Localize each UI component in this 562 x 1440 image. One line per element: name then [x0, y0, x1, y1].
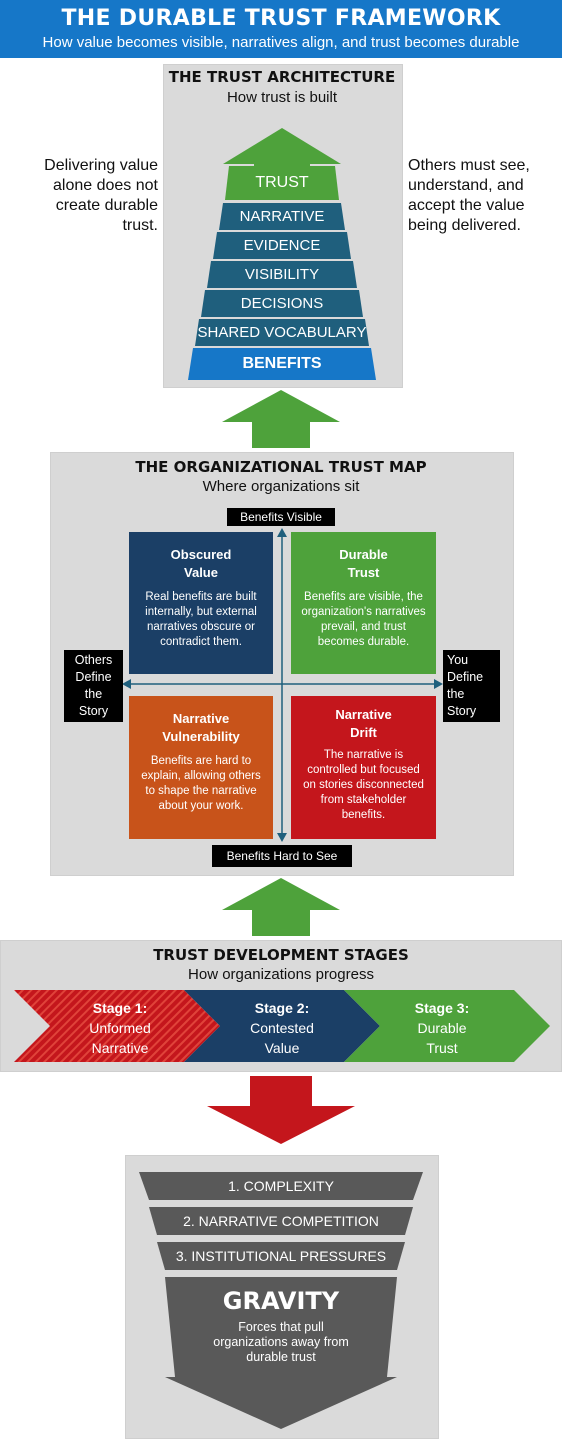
funnel-band-3: [157, 1242, 405, 1270]
funnel-band-1: [139, 1172, 423, 1200]
funnel-band-2: [149, 1207, 413, 1235]
stage-3-label: Stage 3: Durable Trust: [414, 1000, 470, 1056]
layer-narrative: [219, 203, 345, 230]
layer-label-evidence: EVIDENCE: [243, 237, 321, 254]
trust-map-title: THE ORGANIZATIONAL TRUST MAP: [135, 458, 427, 476]
stage-3-chevron: [344, 990, 550, 1062]
label-benefits-hard: Benefits Hard to See: [212, 845, 352, 867]
stage-2-chevron: [184, 990, 380, 1062]
header-banner: THE DURABLE TRUST FRAMEWORK How value be…: [0, 0, 562, 58]
up-arrow-1: [222, 390, 340, 448]
gravity-item-complexity: 1. COMPLEXITY: [228, 1178, 334, 1194]
gravity-funnel: [139, 1172, 423, 1429]
up-arrow-2: [222, 878, 340, 936]
layer-label-decisions: DECISIONS: [240, 295, 324, 312]
layer-label-visibility: VISIBILITY: [244, 266, 320, 283]
map-axes: [122, 528, 443, 842]
left-note: Delivering value alone does not create d…: [44, 157, 158, 234]
layer-label-shared-vocabulary: SHARED VOCABULARY: [197, 324, 367, 341]
layer-evidence: [213, 232, 351, 259]
layer-label-trust: TRUST: [255, 174, 309, 191]
trust-map-subtitle: Where organizations sit: [202, 478, 360, 495]
gravity-item-institutional-pressures: 3. INSTITUTIONAL PRESSURES: [175, 1248, 387, 1264]
right-note: Others must see, understand, and accept …: [408, 157, 530, 234]
pyramid-arrow-head: [223, 128, 341, 164]
layer-benefits: [188, 348, 376, 380]
pyramid-arrow-shaft: [254, 163, 310, 166]
gravity-description: Forces that pull organizations away from…: [213, 1320, 349, 1364]
stages-subtitle: How organizations progress: [188, 966, 374, 983]
gravity-title: GRAVITY: [222, 1287, 340, 1315]
layer-label-narrative: NARRATIVE: [239, 208, 325, 225]
stage-2-label: Stage 2: Contested Value: [250, 1000, 314, 1056]
down-arrow: [207, 1076, 355, 1144]
trust-pyramid: [188, 128, 376, 380]
stage-1-label: Stage 1: Unformed Narrative: [89, 1000, 151, 1056]
layer-label-benefits: BENEFITS: [242, 355, 322, 372]
stage-1-chevron: [14, 990, 220, 1062]
architecture-title: THE TRUST ARCHITECTURE: [168, 68, 396, 86]
label-benefits-visible: Benefits Visible: [227, 508, 335, 526]
funnel-gravity: [165, 1277, 397, 1429]
layer-visibility: [207, 261, 357, 288]
page-subtitle: How value becomes visible, narratives al…: [42, 34, 520, 51]
layer-shared-vocabulary: [195, 319, 369, 346]
page-title: THE DURABLE TRUST FRAMEWORK: [61, 6, 501, 31]
gravity-item-narrative-competition: 2. NARRATIVE COMPETITION: [183, 1213, 379, 1229]
layer-trust: [225, 166, 339, 200]
architecture-subtitle: How trust is built: [226, 89, 338, 106]
stages-chevrons: [14, 990, 550, 1062]
layer-decisions: [201, 290, 363, 317]
stages-title: TRUST DEVELOPMENT STAGES: [153, 946, 409, 964]
